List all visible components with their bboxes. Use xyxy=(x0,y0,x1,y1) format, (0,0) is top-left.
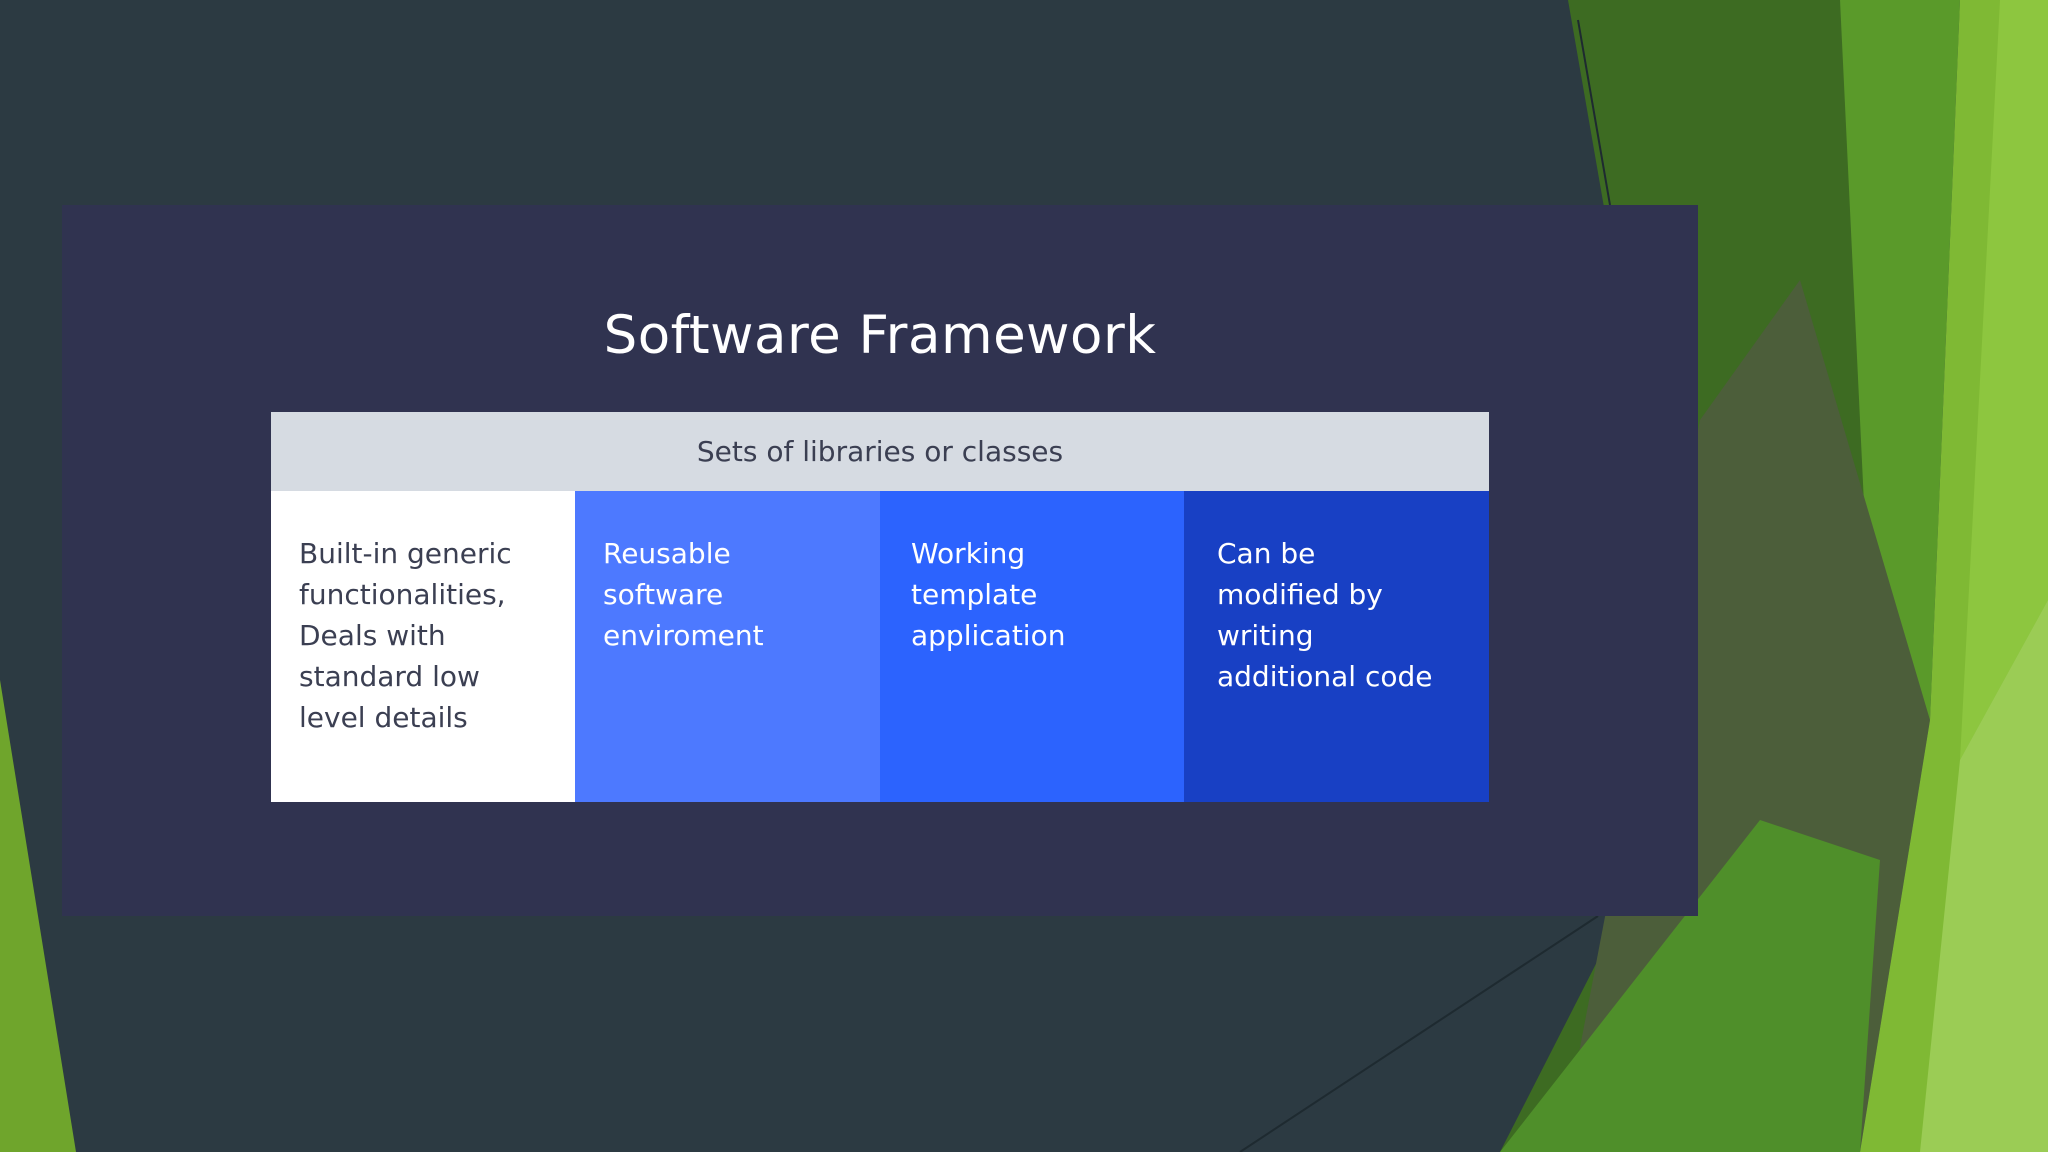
bg-thin-line-1 xyxy=(1577,19,1611,206)
right-facet-bottom xyxy=(1500,820,1880,1152)
left-green-facet xyxy=(0,680,76,1152)
slide-title: Software Framework xyxy=(603,305,1157,366)
right-facet-pale xyxy=(1920,600,2048,1152)
diagram-header-bar: Sets of libraries or classes xyxy=(271,412,1489,491)
right-facet-light xyxy=(1960,0,2048,760)
framework-diagram: Sets of libraries or classes Built-in ge… xyxy=(271,412,1489,802)
slide-card: Software Framework Sets of libraries or … xyxy=(62,205,1698,916)
diagram-box-3: Working template application xyxy=(880,491,1184,802)
diagram-header-label: Sets of libraries or classes xyxy=(696,435,1064,468)
bg-thin-line-2 xyxy=(1239,915,1599,1152)
diagram-box-1: Built-in generic functionalities, Deals … xyxy=(271,491,575,802)
diagram-box-4: Can be modified by writing additional co… xyxy=(1184,491,1489,802)
diagram-box-2: Reusable software enviroment xyxy=(575,491,880,802)
